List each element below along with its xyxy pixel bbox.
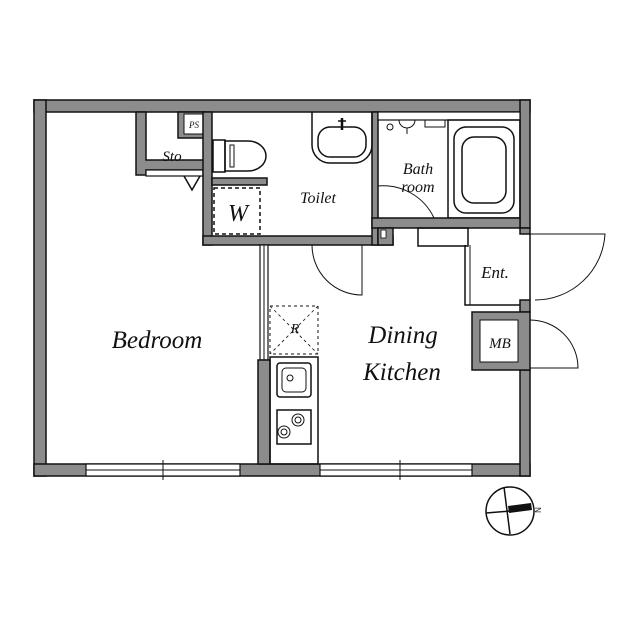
compass-north-label: N bbox=[533, 507, 542, 513]
storage-door-marker-icon bbox=[183, 175, 201, 192]
label-toilet: Toilet bbox=[300, 190, 336, 207]
storage-door[interactable] bbox=[145, 169, 204, 177]
label-room: room bbox=[401, 179, 434, 196]
wall-toilet-partition bbox=[211, 177, 268, 186]
toilet-door[interactable] bbox=[311, 244, 363, 296]
wall-ent-top bbox=[519, 227, 531, 235]
washer-space bbox=[213, 187, 261, 235]
label-kitchen: Kitchen bbox=[362, 359, 441, 386]
label-bedroom: Bedroom bbox=[112, 327, 203, 354]
wall-toilet-left bbox=[202, 111, 213, 246]
label-refrigerator: R bbox=[290, 322, 300, 337]
bath-top-line bbox=[377, 111, 521, 121]
label-entrance: Ent. bbox=[480, 263, 509, 282]
stove-icon bbox=[276, 409, 312, 445]
label-meter-box: MB bbox=[488, 336, 511, 352]
wall-right-upper bbox=[519, 99, 531, 229]
label-washer: W bbox=[228, 201, 250, 227]
toilet-fixture-icon bbox=[212, 139, 267, 173]
wall-right-lower bbox=[519, 369, 531, 477]
sink-icon bbox=[311, 112, 373, 164]
wall-left bbox=[33, 99, 47, 477]
meter-box bbox=[479, 319, 519, 363]
refrigerator-space bbox=[269, 305, 319, 355]
bathtub-icon bbox=[453, 126, 515, 214]
switch-icon bbox=[380, 229, 387, 239]
compass-icon: N bbox=[485, 486, 542, 536]
bathtub-inner bbox=[461, 136, 507, 204]
kitchen-sink-icon bbox=[276, 362, 312, 398]
entrance-door[interactable] bbox=[529, 233, 606, 301]
meter-box-door[interactable] bbox=[529, 319, 579, 369]
window-kitchen bbox=[319, 460, 473, 480]
wall-bedroom-kitchen bbox=[257, 359, 271, 465]
label-dining: Dining bbox=[367, 322, 437, 349]
wall-toilet-bath bbox=[371, 111, 379, 246]
label-bath: Bath bbox=[403, 161, 433, 178]
wall-toilet-bottom bbox=[202, 235, 394, 246]
label-pipe-space: PS bbox=[188, 120, 199, 130]
wall-top bbox=[33, 99, 531, 113]
shoe-cabinet bbox=[417, 227, 469, 247]
bath-door[interactable] bbox=[377, 185, 435, 219]
shower-fixture-icon bbox=[386, 119, 446, 134]
wall-bath-bottom bbox=[371, 217, 521, 229]
kitchen-counter bbox=[269, 356, 319, 465]
label-storage: Sto bbox=[162, 149, 182, 165]
wall-ent-bottom bbox=[519, 299, 531, 313]
window-bedroom bbox=[85, 460, 241, 480]
entrance-step bbox=[464, 245, 520, 306]
